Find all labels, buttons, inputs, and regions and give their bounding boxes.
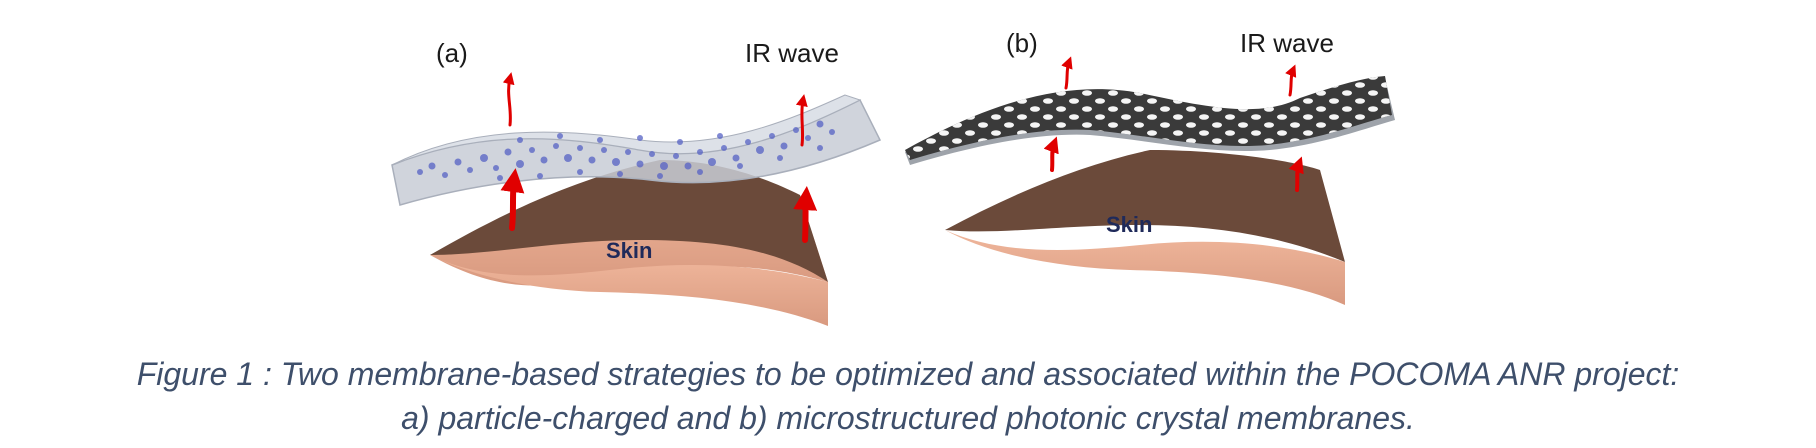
panel-a-ir-wave-label: IR wave — [745, 38, 839, 68]
panel-a-ir-arrows — [500, 72, 818, 243]
panel-a: (a) IR wave Skin — [391, 38, 882, 326]
panel-b-photonic-crystal-membrane — [905, 76, 1395, 165]
panel-a-label: (a) — [436, 38, 468, 68]
panel-b: (b) IR wave Skin — [905, 28, 1395, 305]
panel-b-label: (b) — [1006, 28, 1038, 58]
panel-b-skin-label: Skin — [1106, 212, 1152, 237]
panel-b-ir-arrows — [1043, 56, 1304, 192]
caption-line-1: Figure 1 : Two membrane-based strategies… — [136, 356, 1680, 392]
panel-b-skin: Skin — [945, 150, 1345, 305]
caption-line-2: a) particle-charged and b) microstructur… — [401, 400, 1415, 436]
panel-b-ir-wave-label: IR wave — [1240, 28, 1334, 58]
figure-illustration: (a) IR wave Skin — [391, 28, 1395, 326]
panel-a-skin: Skin — [430, 160, 828, 326]
figure-caption: Figure 1 : Two membrane-based strategies… — [0, 352, 1816, 440]
panel-a-skin-label: Skin — [606, 238, 652, 263]
